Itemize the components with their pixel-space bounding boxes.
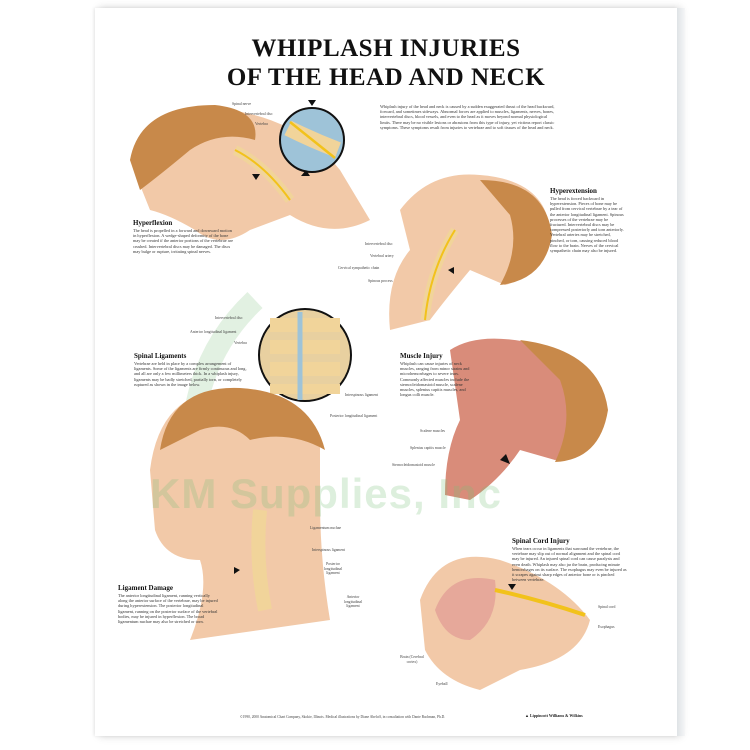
ligament-damage-block: Ligament Damage The anterior longitudina… [118,584,218,624]
label: Cervical sympathetic chain [338,266,380,270]
hyperextension-heading: Hyperextension [550,187,597,195]
muscle-injury-text: Whiplash can cause injuries of neck musc… [400,361,470,398]
label: Ligamentum nuchae [310,526,342,530]
label: Posterior longitudinal ligament [323,562,343,576]
label: Scalene muscles [420,429,445,433]
muscle-injury-illustration [445,338,608,500]
spinal-cord-injury-block: Spinal Cord Injury When tears occur in l… [512,537,627,582]
publisher-icon: ▲ [525,713,529,718]
publisher-name: Lippincott Williams & Wilkins [529,713,583,718]
label: Splenius capitis muscle [410,446,446,450]
title-line-1: WHIPLASH INJURIES [251,35,521,62]
label: Interspinous ligament [312,548,346,552]
poster-shadow [677,8,685,736]
label: Spinal nerve [232,102,252,106]
label: Spinous process [368,279,393,283]
label: Posterior longitudinal ligament [330,414,378,418]
watermark: KM Supplies, Inc [150,470,503,517]
hyperextension-text: The head is forced backward in hyperexte… [550,196,624,254]
spinal-ligaments-heading: Spinal Ligaments [134,352,187,360]
hyperflexion-block: Hyperflexion The head is propelled in a … [133,219,233,254]
hyperflexion-text: The head is propelled in a forward and d… [133,228,233,254]
hyperflexion-illustration [130,100,370,240]
copyright-footer: ©1990, 2000 Anatomical Chart Company, Sk… [240,715,446,719]
label: Brain (Cerebral cortex) [400,655,424,664]
ligament-damage-illustration [150,387,330,640]
hyperextension-block: Hyperextension The head is forced backwa… [550,187,625,253]
muscle-injury-heading: Muscle Injury [400,352,443,360]
spinal-cord-illustration [420,556,590,690]
hyperflexion-heading: Hyperflexion [133,219,173,227]
label: Spinal cord [598,605,616,609]
spinal-ligaments-illustration [258,308,352,402]
label: Interspinous ligament [345,393,379,397]
poster-title: WHIPLASH INJURIES OF THE HEAD AND NECK [95,34,677,92]
hyperextension-illustration [389,174,552,330]
label: Vertebra [255,122,268,126]
intro-block: Whiplash injury of the head and neck is … [380,104,555,130]
label: Vertebra [234,341,247,345]
label: Intervertebral disc [215,316,243,320]
title-line-2: OF THE HEAD AND NECK [226,64,546,91]
ligament-damage-text: The anterior longitudinal ligament, runn… [118,593,218,625]
spinal-ligaments-block: Spinal Ligaments Vertebrae are held in p… [134,352,249,387]
label: Anterior longitudinal ligament [190,330,237,334]
intro-text: Whiplash injury of the head and neck is … [380,104,555,130]
spinal-cord-injury-heading: Spinal Cord Injury [512,537,570,545]
label: Eyeball [436,682,448,686]
label: Sternocleidomastoid muscle [392,463,435,467]
label: Intervertebral disc [245,112,273,116]
muscle-injury-block: Muscle Injury Whiplash can cause injurie… [400,352,470,397]
label: Esophagus [598,625,615,629]
spinal-cord-injury-text: When tears occur in ligaments that surro… [512,546,627,583]
label: Vertebral artery [370,254,394,258]
label: Anterior longitudinal ligament [343,595,363,609]
publisher-logo: ▲ Lippincott Williams & Wilkins [525,713,583,718]
label: Intervertebral disc [365,242,393,246]
ligament-damage-heading: Ligament Damage [118,584,174,592]
spinal-ligaments-text: Vertebrae are held in place by a complex… [134,361,247,387]
